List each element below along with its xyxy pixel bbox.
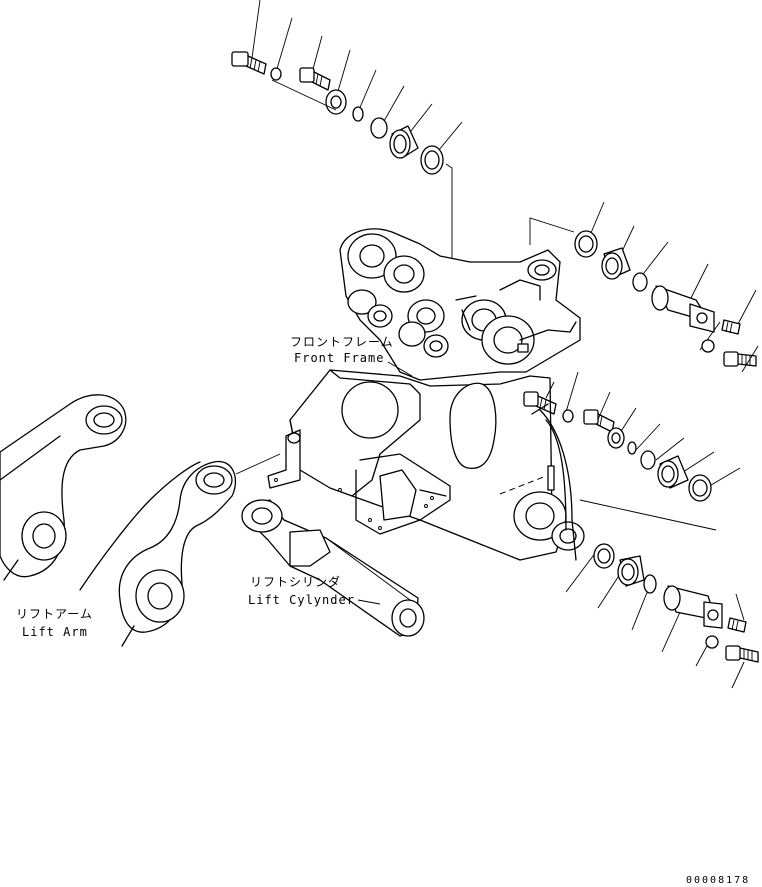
lift-cylinder-label-jp: リフトシリンダ	[250, 574, 341, 589]
bushing-right-upper	[601, 247, 631, 280]
front-frame	[267, 228, 585, 561]
o-ring-middle-small	[627, 441, 637, 455]
seal-middle	[688, 474, 712, 502]
bolt-right-upper	[721, 319, 741, 335]
washer-upper	[270, 67, 282, 81]
bushing-middle	[657, 455, 689, 489]
o-ring-upper-small	[352, 106, 364, 122]
o-ring-middle	[640, 450, 656, 470]
washer-lower	[705, 635, 719, 649]
lower-right-pin-assembly	[565, 543, 759, 689]
lift-arm-label-jp: リフトアーム	[16, 607, 93, 621]
front-frame-label-en: Front Frame	[294, 351, 384, 365]
label-lift-cylinder: リフトシリンダ Lift Cylynder	[248, 574, 381, 607]
middle-right-pin-assembly	[523, 371, 741, 531]
bolt-upper-left	[231, 51, 267, 75]
bushing-lower	[617, 555, 645, 587]
retainer-plate-middle	[607, 427, 625, 449]
lift-arm-label-en: Lift Arm	[22, 625, 88, 639]
document-number: 00008178	[686, 875, 750, 886]
lift-arm-rear	[0, 394, 127, 581]
bolt-right-upper-2	[723, 351, 757, 367]
o-ring-right-upper	[632, 272, 648, 292]
bolt-lower-1	[727, 617, 747, 633]
bolt-middle-left	[523, 391, 557, 415]
seal-upper	[420, 145, 444, 175]
label-lift-arm: リフトアーム Lift Arm	[16, 607, 93, 639]
upper-right-pin-assembly	[529, 201, 759, 373]
bushing-upper	[389, 125, 419, 159]
washer-middle	[562, 409, 574, 423]
bolt-lower-2	[725, 645, 759, 663]
lift-cylinder	[241, 499, 425, 637]
retainer-plate-upper	[325, 89, 347, 115]
washer-right-upper	[701, 339, 715, 353]
o-ring-upper	[370, 117, 388, 139]
seal-lower	[593, 543, 615, 569]
top-pin-assembly	[231, 0, 463, 262]
label-front-frame: フロントフレーム Front Frame	[290, 335, 413, 377]
pin-right-upper	[651, 285, 715, 333]
front-frame-label-jp: フロントフレーム	[290, 335, 394, 349]
lift-cylinder-label-en: Lift Cylynder	[248, 593, 355, 607]
lift-arm-front	[79, 453, 281, 647]
bolt-upper-2	[299, 67, 331, 91]
seal-right-upper	[574, 230, 598, 258]
bolt-middle-2	[583, 409, 615, 433]
o-ring-lower	[643, 574, 657, 594]
pin-lower	[663, 585, 723, 629]
